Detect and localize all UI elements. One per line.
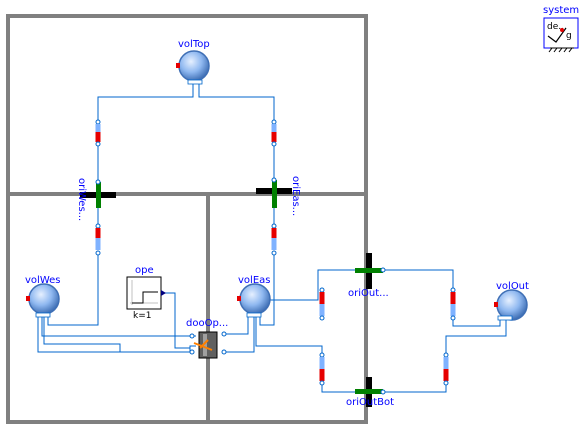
duct-out-right-lower[interactable] [443, 352, 449, 386]
orifice-oriwes[interactable]: oriWes... [76, 178, 116, 221]
duct-out-left-lower[interactable] [319, 352, 325, 386]
system-g-label: g [566, 31, 572, 41]
system-inner-label: de... [547, 22, 567, 32]
volwes-label: volWes [25, 275, 60, 286]
orifice-orieas[interactable]: oriEas... [256, 176, 301, 216]
volume-voleas[interactable]: volEas [237, 275, 271, 318]
duct-west-lower[interactable] [95, 223, 101, 256]
ope-label: ope [135, 265, 154, 276]
orieas-label: oriEas... [290, 176, 301, 216]
building-walls [6, 14, 368, 424]
duct-out-left-upper[interactable] [319, 287, 325, 321]
volume-volout[interactable]: volOut [494, 281, 529, 321]
system-label: system [543, 5, 579, 16]
system-block[interactable]: system de... g [543, 5, 579, 53]
duct-west-upper[interactable] [95, 119, 101, 147]
outer-wall [6, 14, 368, 424]
oriwes-label: oriWes... [76, 178, 87, 221]
door-doo[interactable]: dooOp... [186, 318, 228, 359]
voltop-label: volTop [178, 39, 210, 50]
orioutbot-label: oriOutBot [346, 397, 394, 408]
orifice-orioutbot[interactable]: oriOutBot [346, 377, 394, 408]
volume-volwes[interactable]: volWes [25, 275, 60, 318]
ope-k-label: k=1 [133, 311, 151, 321]
duct-out-right-upper[interactable] [450, 287, 456, 321]
duct-east-lower[interactable] [271, 223, 277, 256]
door-label: dooOp... [186, 318, 228, 329]
source-ope[interactable]: ope k=1 [126, 265, 166, 321]
orifice-orioutop[interactable]: oriOut... [348, 253, 389, 299]
volume-voltop[interactable]: volTop [176, 39, 210, 85]
voleas-label: volEas [238, 275, 270, 286]
orioutop-label: oriOut... [348, 288, 389, 299]
volout-label: volOut [496, 281, 529, 292]
duct-east-upper[interactable] [271, 119, 277, 147]
